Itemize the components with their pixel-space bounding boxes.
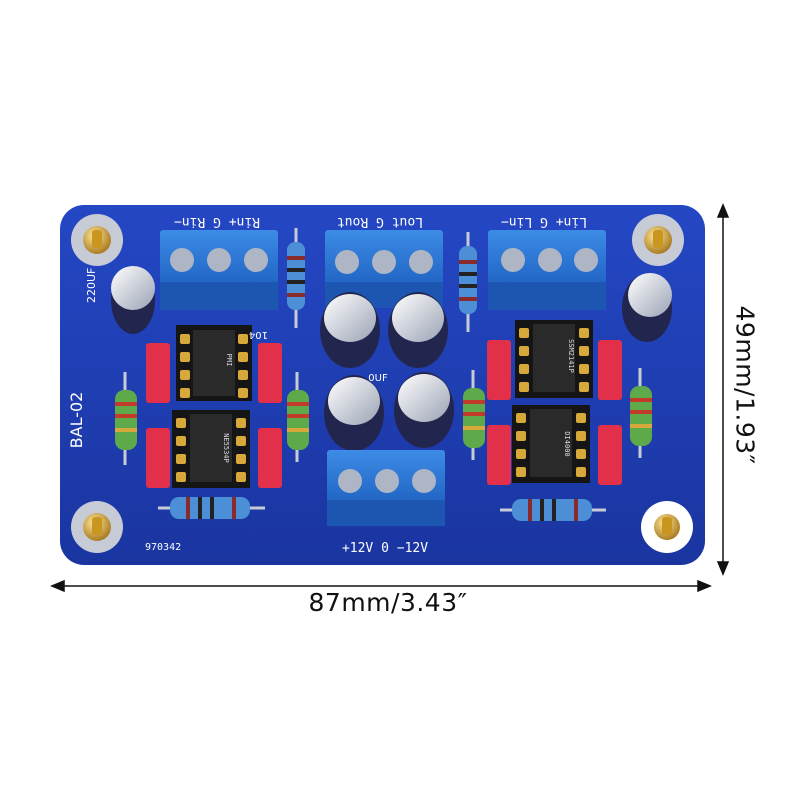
height-dimension-arrow (716, 203, 730, 576)
resistor-bottom-right (500, 499, 606, 521)
resistor-bottom-left (158, 497, 265, 519)
height-dimension-label: 49mm/1.93″ (730, 305, 760, 465)
board-serial-label: 970342 (145, 542, 181, 553)
film-capacitors (146, 340, 622, 488)
ic-chip-right-bottom (512, 405, 590, 483)
terminal-block-output (325, 230, 443, 308)
width-dimension-label: 87mm/3.43″ (308, 588, 468, 617)
resistor-green-center-right (463, 370, 485, 460)
chip-marking-line-2: SSM2141P (567, 339, 575, 373)
capacitor-center-3 (324, 375, 384, 451)
left-input-label: Lin+ G Lin− (501, 214, 587, 229)
electrolytic-capacitor-left (111, 266, 155, 334)
resistor-green-center-left (287, 372, 309, 462)
board-model-label: BAL-02 (67, 392, 86, 449)
power-terminal-label: +12V 0 −12V (342, 541, 428, 556)
chip-marking-line-4: DI4000 (563, 431, 571, 456)
mounting-hole-top-right (632, 214, 684, 266)
mounting-hole-bottom-left (71, 501, 123, 553)
capacitor-center-4 (394, 372, 454, 448)
mounting-hole-top-left (71, 214, 123, 266)
terminal-block-right-input (160, 230, 278, 310)
resistor-green-right (630, 368, 652, 458)
terminal-block-power (327, 450, 445, 526)
center-cap-label: 0UF (368, 373, 388, 384)
terminal-block-left-input (488, 230, 606, 310)
resistor-top-right (459, 232, 477, 332)
ic-chip-left-top (176, 325, 252, 401)
ic-chip-right-top (515, 320, 593, 398)
output-label: Lout G Rout (337, 214, 423, 229)
resistor-top-left (287, 228, 305, 328)
resistor-code-label: 104 (249, 329, 268, 340)
width-dimension-arrow (50, 579, 712, 593)
chip-marking-line-1: PMI (225, 354, 233, 367)
capacitor-center-2 (388, 292, 448, 368)
electrolytic-capacitor-right (622, 273, 672, 342)
right-input-label: Rin+ G Rin− (174, 214, 260, 229)
ic-chip-left-bottom (172, 410, 250, 488)
resistor-green-left (115, 372, 137, 465)
cap-value-label: 220UF (85, 268, 98, 303)
chip-marking-line-3: NE5534P (222, 433, 230, 463)
mounting-hole-bottom-right (641, 501, 693, 553)
capacitor-center-1 (320, 292, 380, 368)
